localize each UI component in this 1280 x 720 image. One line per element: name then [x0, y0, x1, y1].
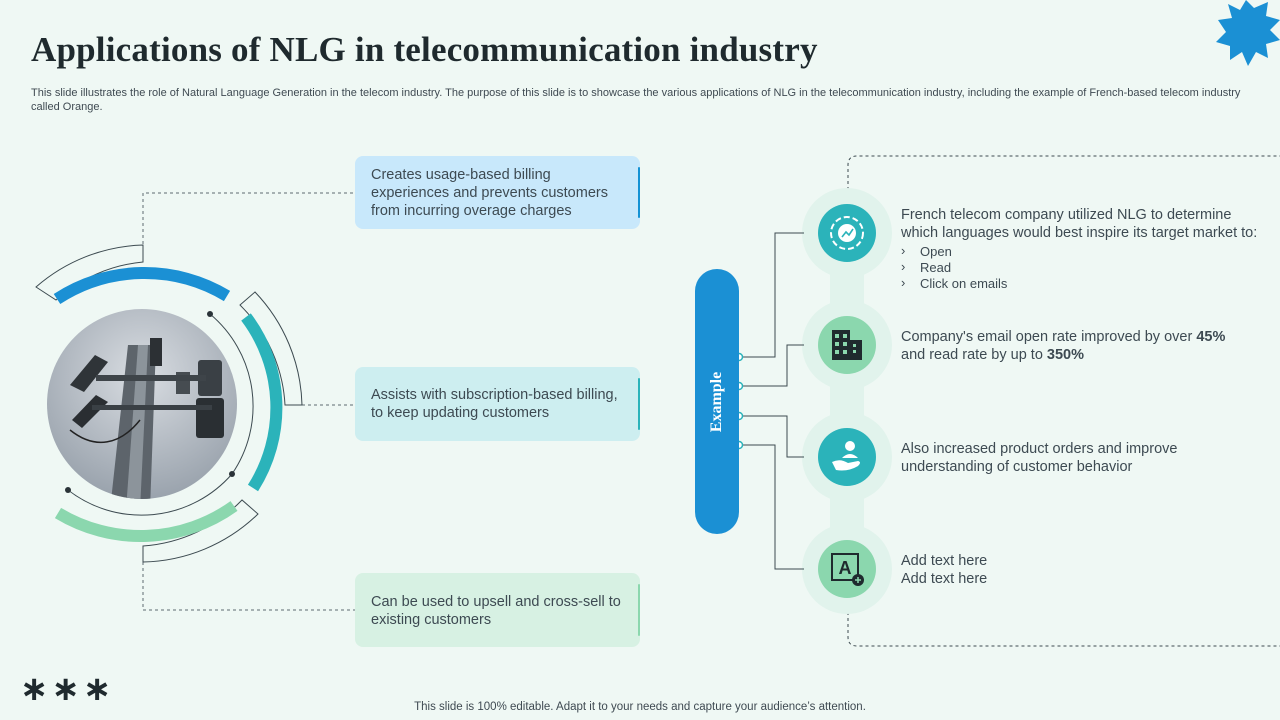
application-text: Can be used to upsell and cross-sell to … — [371, 594, 621, 628]
read-rate-value: 350% — [1046, 347, 1084, 363]
text-add-icon: A — [831, 553, 864, 586]
example-item-2: Company's email open rate improved by ov… — [901, 329, 1226, 363]
example-item-text: French telecom company utilized NLG to d… — [901, 207, 1258, 241]
hand-customer-icon — [832, 441, 860, 471]
example-label: Example — [708, 371, 726, 432]
svg-text:A: A — [839, 558, 852, 578]
dashed-bracket-top — [847, 155, 1280, 190]
teal-arc — [241, 313, 283, 492]
open-rate-value: 45% — [1196, 329, 1226, 345]
example-diagram: A — [734, 155, 1280, 647]
example-bullet-list: Open Read Click on emails — [901, 243, 1271, 292]
blue-arc — [53, 267, 231, 305]
application-text: Creates usage-based billing experiences … — [371, 167, 608, 219]
example-item-text: Also increased product orders and improv… — [901, 441, 1178, 475]
placeholder-text-1[interactable]: Add text here — [901, 553, 988, 569]
analytics-gear-icon — [830, 216, 864, 250]
application-card-billing: Creates usage-based billing experiences … — [355, 156, 640, 229]
starburst-decoration — [1216, 0, 1280, 66]
application-text: Assists with subscription-based billing,… — [371, 387, 618, 421]
dashed-bracket-bottom — [847, 612, 1280, 647]
connector-1 — [142, 192, 355, 244]
connector-3 — [142, 562, 355, 611]
application-card-subscription: Assists with subscription-based billing,… — [355, 367, 640, 441]
footer-note: This slide is 100% editable. Adapt it to… — [414, 701, 866, 713]
example-item-4: Add text here Add text here — [901, 552, 1271, 588]
tower-graphic — [35, 192, 355, 611]
building-icon — [832, 330, 862, 360]
example-item-1: French telecom company utilized NLG to d… — [901, 206, 1271, 292]
tower-icon — [69, 338, 224, 499]
example-pill — [695, 269, 739, 534]
bullet-click: Click on emails — [901, 275, 1271, 292]
bullet-read: Read — [901, 259, 1271, 276]
application-card-upsell: Can be used to upsell and cross-sell to … — [355, 573, 640, 647]
page-subtitle: This slide illustrates the role of Natur… — [31, 87, 1241, 113]
example-item-3: Also increased product orders and improv… — [901, 440, 1201, 476]
placeholder-text-2[interactable]: Add text here — [901, 571, 988, 587]
mint-arc — [54, 501, 238, 542]
page-title: Applications of NLG in telecommunication… — [31, 30, 818, 69]
bullet-open: Open — [901, 243, 1271, 260]
asterisk-decoration: ∗∗∗ — [20, 669, 115, 709]
